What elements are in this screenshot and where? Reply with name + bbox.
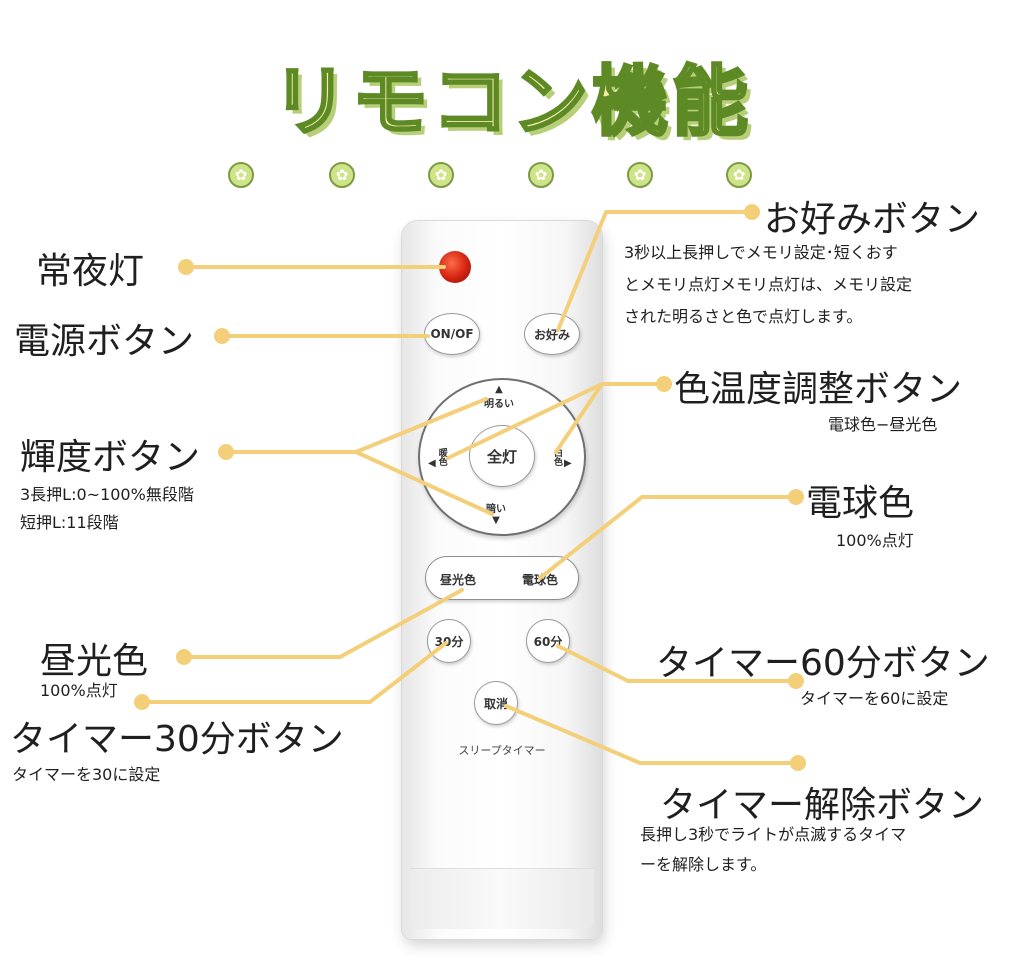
leader-line-color-temp-warm (446, 382, 666, 460)
leader-dot (788, 489, 804, 505)
label-favorite-desc-2: とメモリ点灯メモリ点灯は、メモリ設定 (624, 275, 913, 294)
timer-cancel-button[interactable]: 取消 (474, 681, 518, 725)
leader-dot (176, 649, 192, 665)
leader-dot (788, 673, 804, 689)
arrow-right-icon: ▶ (564, 458, 572, 469)
bulb-color-button[interactable]: 電球色 (522, 573, 559, 587)
brightness-down-label[interactable]: 暗い ▼ (486, 500, 506, 526)
star-icon: ✿ (726, 162, 752, 188)
kurai-label: 暗い (486, 504, 506, 515)
star-icon: ✿ (329, 162, 355, 188)
label-timer60-button: タイマー60分ボタン (656, 643, 990, 684)
power-button[interactable]: ON/OF (424, 313, 480, 355)
label-favorite-desc-3: された明るさと色で点灯します。 (624, 307, 863, 326)
label-night-light: 常夜灯 (36, 251, 145, 292)
arrow-up-icon: ▲ (495, 384, 503, 395)
leader-dot (134, 694, 150, 710)
leader-line-bulb-color (538, 495, 798, 580)
leader-dot (178, 259, 194, 275)
sleep-timer-caption: スリープタイマー (458, 744, 546, 757)
leader-line-brightness-up (224, 397, 488, 454)
leader-dot (218, 444, 234, 460)
label-bulb-color: 電球色 (806, 483, 915, 524)
label-timer60-desc: タイマーを60に設定 (800, 689, 949, 708)
star-icon: ✿ (528, 162, 554, 188)
leader-line-timer60 (556, 644, 798, 683)
label-daylight-desc: 100%点灯 (40, 681, 118, 700)
star-icon: ✿ (228, 162, 254, 188)
leader-line-color-temp-cool (554, 382, 604, 454)
label-timer-cancel-desc-2: ーを解除します。 (640, 855, 767, 874)
label-timer-cancel-button: タイマー解除ボタン (660, 785, 985, 826)
label-timer-cancel-desc-1: 長押し3秒でライトが点滅するタイマ (640, 825, 907, 844)
arrow-down-icon: ▼ (492, 515, 500, 526)
arrow-left-icon: ◀ (428, 458, 436, 469)
leader-line-daylight (182, 588, 464, 659)
hakushoku-label: 白色 (552, 448, 562, 466)
label-brightness-button: 輝度ボタン (20, 437, 201, 478)
leader-line-favorite (556, 210, 754, 332)
leader-dot (214, 328, 230, 344)
timer-30-button[interactable]: 30分 (427, 619, 471, 663)
remote-battery-cover (410, 868, 594, 929)
label-color-temp-button: 色温度調整ボタン (674, 369, 963, 410)
daylight-button[interactable]: 昼光色 (440, 573, 477, 587)
label-timer30-button: タイマー30分ボタン (10, 719, 344, 760)
leader-line-brightness-down (354, 450, 494, 516)
akarui-label: 明るい (484, 399, 514, 410)
star-row: ✿ ✿ ✿ ✿ ✿ ✿ (0, 162, 1024, 192)
label-brightness-desc-2: 短押L:11段階 (20, 513, 119, 532)
label-favorite-desc-1: 3秒以上長押しでメモリ設定･短くおす (624, 243, 898, 262)
cool-color-label[interactable]: 白色▶ (551, 448, 572, 469)
page-title: リモコン機能 (271, 56, 752, 148)
label-power-button: 電源ボタン (14, 321, 195, 362)
color-preset-buttons[interactable]: 昼光色 電球色 (425, 556, 579, 600)
full-light-button[interactable]: 全灯 (469, 425, 535, 487)
star-icon: ✿ (428, 162, 454, 188)
leader-line-timer30 (140, 641, 448, 704)
leader-dot (790, 755, 806, 771)
label-color-temp-desc: 電球色−昼光色 (828, 415, 938, 434)
leader-line-cancel (504, 704, 800, 765)
favorite-button[interactable]: お好み (524, 313, 580, 355)
label-favorite-button: お好みボタン (764, 199, 981, 240)
leader-dot (744, 204, 760, 220)
leader-dot (656, 376, 672, 392)
label-daylight: 昼光色 (40, 641, 149, 682)
danshoku-label: 暖色 (436, 448, 447, 466)
timer-60-button[interactable]: 60分 (526, 619, 570, 663)
label-timer30-desc: タイマーを30に設定 (12, 765, 161, 784)
label-bulb-color-desc: 100%点灯 (836, 531, 914, 550)
brightness-up-label[interactable]: ▲ 明るい (484, 384, 514, 410)
label-brightness-desc-1: 3長押L:0~100%無段階 (20, 485, 194, 504)
star-icon: ✿ (627, 162, 653, 188)
warm-color-label[interactable]: ◀暖色 (428, 448, 449, 469)
